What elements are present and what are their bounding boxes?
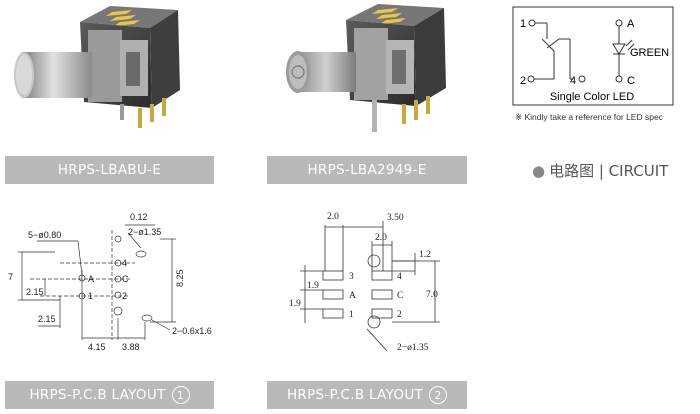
caption-layout-2-text: HRPS-P.C.B LAYOUT <box>286 387 424 403</box>
pin-label-a: A <box>627 18 635 30</box>
pin-1-2: 1 <box>349 310 354 320</box>
circuit-schematic: 1 2 4 A C GREEN Single Color LED <box>512 6 674 106</box>
dim-2-0-a: 2.0 <box>327 212 339 222</box>
pin-a-2: A <box>349 291 356 301</box>
circled-number-2: 2 <box>429 386 448 404</box>
dim-2-15-a: 2.15 <box>26 287 44 297</box>
pin-label-4: 4 <box>570 75 576 87</box>
circuit-heading-text: 电路图 | CIRCUIT <box>549 162 669 180</box>
caption-lbabu-text: HRPS-LBABU-E <box>57 162 162 178</box>
dim-1-9-a: 1.9 <box>307 281 319 291</box>
caption-lba2949-text: HRPS-LBA2949-E <box>307 162 427 178</box>
dim-7-0: 7.0 <box>426 290 438 300</box>
pin-4: 4 <box>122 258 127 268</box>
pin-label-2: 2 <box>520 75 526 87</box>
pin-1: 1 <box>88 291 93 301</box>
led-spec-note: ※ Kindly take a reference for LED spec <box>515 112 663 122</box>
dim-3-50: 3.50 <box>387 213 404 223</box>
pcb-layout-2-drawing: 2.0 3.50 2.0 1.2 1.9 1.9 7.0 2−ø1.35 3 A… <box>289 212 440 353</box>
pin-3: 3 <box>349 272 354 282</box>
dim-7: 7 <box>8 272 13 282</box>
circled-number-1: 1 <box>171 386 190 404</box>
pin-c: C <box>122 274 129 284</box>
pin-2: 2 <box>122 291 127 301</box>
schematic-title: Single Color LED <box>550 91 634 103</box>
circuit-heading: ●电路图 | CIRCUIT <box>532 160 668 181</box>
product-photo-lba2949 <box>286 4 446 132</box>
pin-a: A <box>88 274 94 284</box>
dim-holes: 5−ø0.80 <box>28 230 61 240</box>
dim-1-2: 1.2 <box>419 250 431 260</box>
dim-4-15: 4.15 <box>88 342 106 352</box>
dim-0-12: 0.12 <box>130 212 148 222</box>
product-photo-lbabu <box>14 6 180 128</box>
dim-8-25: 8.25 <box>175 269 185 287</box>
pin-label-c: C <box>627 75 635 87</box>
pin-4-2: 4 <box>397 272 402 282</box>
dim-2-15-b: 2.15 <box>38 314 56 324</box>
dim-3-88: 3.88 <box>122 342 140 352</box>
dim-slot: 2−0.6x1.6 <box>172 326 212 336</box>
dim-2-0-b: 2.0 <box>375 233 387 243</box>
pin-c-2: C <box>397 291 403 301</box>
caption-lba2949: HRPS-LBA2949-E <box>267 156 467 184</box>
pin-label-1: 1 <box>520 18 526 30</box>
caption-layout-2: HRPS-P.C.B LAYOUT 2 <box>267 381 467 409</box>
caption-lbabu: HRPS-LBABU-E <box>5 156 214 184</box>
dim-mount-holes: 2−ø1.35 <box>128 227 161 237</box>
dim-mount-holes-2: 2−ø1.35 <box>397 343 429 353</box>
caption-layout-1-text: HRPS-P.C.B LAYOUT <box>29 387 166 403</box>
pcb-layout-1-drawing: 5−ø0.80 0.12 2−ø1.35 7 2.15 2.15 8.25 2−… <box>8 212 212 352</box>
pin-2-2: 2 <box>397 310 402 320</box>
dim-1-9-b: 1.9 <box>289 299 301 309</box>
led-color-label: GREEN <box>630 47 669 59</box>
caption-layout-1: HRPS-P.C.B LAYOUT 1 <box>5 381 214 409</box>
bullet-icon: ● <box>532 162 546 180</box>
